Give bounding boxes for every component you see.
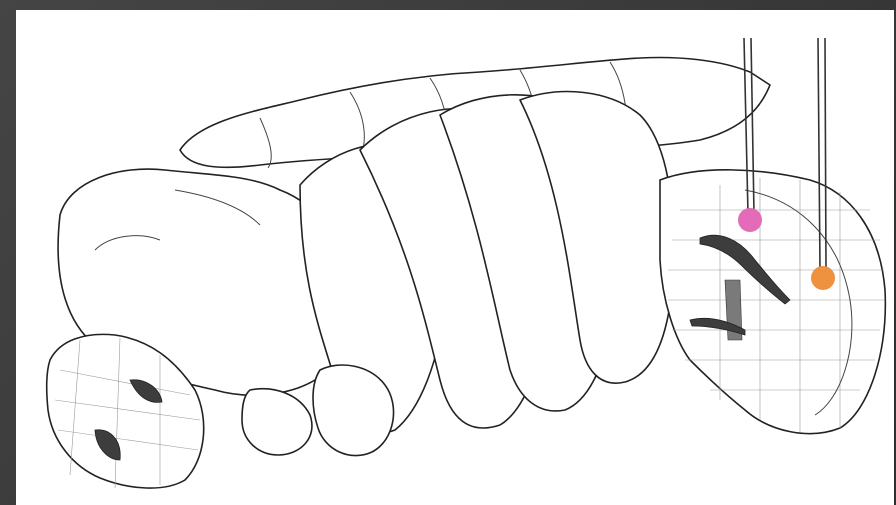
pink-recording-site bbox=[738, 208, 762, 232]
brain-slices-diagram bbox=[16, 10, 894, 505]
electrode-right-2 bbox=[825, 38, 826, 270]
figure-panel bbox=[16, 10, 894, 505]
lower-lobe-2 bbox=[242, 389, 312, 455]
orange-recording-site bbox=[811, 266, 835, 290]
anterior-cut-section bbox=[660, 170, 885, 434]
